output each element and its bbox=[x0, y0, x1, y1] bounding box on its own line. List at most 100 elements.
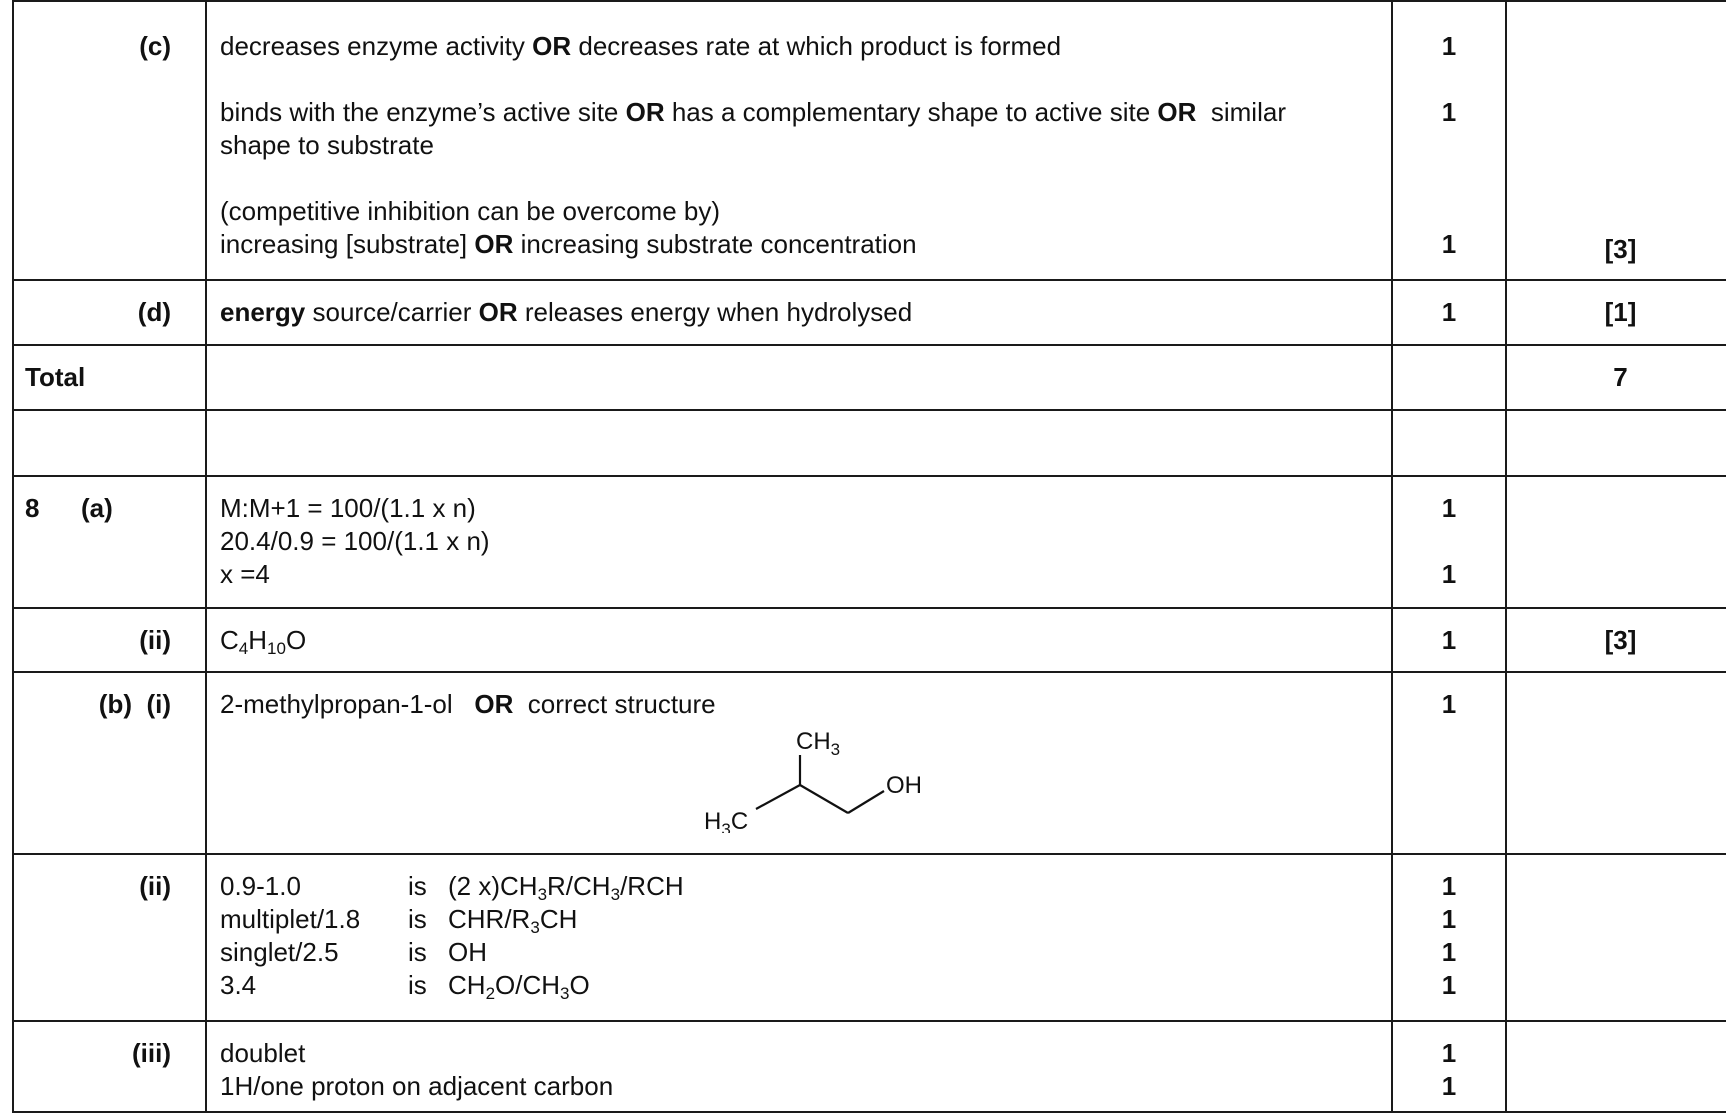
row-c: (c) decreases enzyme activity OR decreas… bbox=[12, 0, 1726, 281]
answer-line: decreases enzyme activity OR decreases r… bbox=[220, 30, 1381, 63]
part-label: (ii) bbox=[139, 871, 171, 901]
total-cell: [3] bbox=[1505, 607, 1726, 673]
question-total: 7 bbox=[1613, 362, 1628, 392]
total-cell bbox=[1505, 475, 1726, 609]
text: is bbox=[408, 970, 427, 1000]
text: O bbox=[285, 625, 307, 655]
row-8b-i: (b) (i) 2-methylpropan-1-ol OR correct s… bbox=[12, 671, 1726, 855]
answer-cell: 2-methylpropan-1-ol OR correct structure… bbox=[205, 671, 1393, 855]
subscript: 2 bbox=[485, 984, 496, 1003]
total-cell: [3] bbox=[1505, 0, 1726, 281]
subscript: 3 bbox=[530, 918, 540, 937]
shift: singlet/2.5 bbox=[220, 937, 339, 967]
mark: 1 bbox=[1441, 689, 1457, 719]
part-total: [3] bbox=[1604, 625, 1637, 655]
text: 2-methylpropan-1-ol bbox=[220, 689, 475, 719]
text: increasing substrate concentration bbox=[513, 229, 917, 259]
answer-line: 20.4/0.9 = 100/(1.1 x n) bbox=[220, 526, 490, 556]
mark-scheme-table: (c) decreases enzyme activity OR decreas… bbox=[12, 0, 1726, 1113]
text: (2 x)CH bbox=[448, 871, 538, 901]
oh-label: OH bbox=[886, 772, 922, 799]
answer-line: 1H/one proton on adjacent carbon bbox=[220, 1071, 614, 1101]
mark: 1 bbox=[1441, 559, 1457, 589]
marks-cell: 1 1 1 1 bbox=[1391, 853, 1507, 1022]
answer-line: energy source/carrier OR releases energy… bbox=[220, 296, 1381, 329]
text: source/carrier bbox=[305, 297, 479, 327]
text: CH bbox=[448, 970, 486, 1000]
total-cell bbox=[1505, 853, 1726, 1022]
mark: 1 bbox=[1441, 31, 1457, 61]
answer-cell: energy source/carrier OR releases energy… bbox=[205, 279, 1393, 346]
question-label: (ii) bbox=[12, 853, 207, 1022]
ch3-label: CH3 bbox=[796, 728, 840, 759]
question-label: (ii) bbox=[12, 607, 207, 673]
answer-line: shape to substrate bbox=[220, 130, 434, 160]
nmr-row: singlet/2.5 is OH bbox=[220, 936, 1381, 969]
text: O bbox=[569, 970, 590, 1000]
empty-cell bbox=[1391, 409, 1507, 477]
answer-cell: M:M+1 = 100/(1.1 x n) 20.4/0.9 = 100/(1.… bbox=[205, 475, 1393, 609]
or-keyword: OR bbox=[625, 97, 665, 127]
text: H bbox=[248, 625, 268, 655]
answer-line: doublet bbox=[220, 1038, 306, 1068]
part-label: (b) bbox=[98, 689, 132, 719]
shift: multiplet/1.8 bbox=[220, 904, 361, 934]
text: O/CH bbox=[495, 970, 561, 1000]
or-keyword: OR bbox=[474, 689, 514, 719]
subscript: 3 bbox=[610, 885, 621, 904]
answer-line: increasing [substrate] OR increasing sub… bbox=[220, 228, 1381, 261]
bond bbox=[799, 784, 849, 814]
row-8a-ii: (ii) C4H10O 1 [3] bbox=[12, 607, 1726, 673]
mark: 1 bbox=[1441, 970, 1457, 1000]
marks-cell: 1 1 bbox=[1391, 475, 1507, 609]
text: decreases rate at which product is forme… bbox=[571, 31, 1062, 61]
answer-line: 2-methylpropan-1-ol OR correct structure bbox=[220, 688, 1381, 721]
answer-line: x =4 bbox=[220, 559, 270, 589]
shift: 3.4 bbox=[220, 970, 257, 1000]
bond bbox=[755, 784, 801, 810]
part-total: [1] bbox=[1604, 297, 1637, 327]
text: CHR/R bbox=[448, 904, 531, 934]
marks-cell: 1 1 1 bbox=[1391, 0, 1507, 281]
marks-cell: 1 1 bbox=[1391, 1020, 1507, 1113]
empty-cell bbox=[205, 409, 1393, 477]
text: is bbox=[408, 871, 427, 901]
empty-cell bbox=[1505, 409, 1726, 477]
question-label: (d) bbox=[12, 279, 207, 346]
text: OH bbox=[448, 937, 487, 967]
row-8b-iii: (iii) doublet 1H/one proton on adjacent … bbox=[12, 1020, 1726, 1113]
or-keyword: OR bbox=[1157, 97, 1197, 127]
empty-cell bbox=[12, 409, 207, 477]
total-cell bbox=[1505, 1020, 1726, 1113]
part-label: (iii) bbox=[132, 1038, 171, 1068]
part-label: (d) bbox=[137, 297, 171, 327]
marks-cell: 1 bbox=[1391, 671, 1507, 855]
question-label: (b) (i) bbox=[12, 671, 207, 855]
part-total: [3] bbox=[1604, 234, 1637, 264]
text: is bbox=[408, 904, 427, 934]
answer-line: binds with the enzyme’s active site OR h… bbox=[220, 96, 1381, 129]
subscript: 4 bbox=[238, 639, 249, 658]
part-label: (c) bbox=[139, 31, 171, 61]
text: is bbox=[408, 937, 427, 967]
mark: 1 bbox=[1441, 625, 1457, 655]
question-number: 8 bbox=[25, 493, 40, 523]
mark: 1 bbox=[1441, 229, 1457, 259]
row-8a: 8(a) M:M+1 = 100/(1.1 x n) 20.4/0.9 = 10… bbox=[12, 475, 1726, 609]
keyword: energy bbox=[220, 297, 306, 327]
empty-cell bbox=[205, 344, 1393, 411]
total-cell: [1] bbox=[1505, 279, 1726, 346]
mark: 1 bbox=[1441, 97, 1457, 127]
answer-cell: doublet 1H/one proton on adjacent carbon bbox=[205, 1020, 1393, 1113]
marks-cell: 1 bbox=[1391, 279, 1507, 346]
row-d: (d) energy source/carrier OR releases en… bbox=[12, 279, 1726, 346]
text: similar bbox=[1196, 97, 1286, 127]
row-total: Total 7 bbox=[12, 344, 1726, 411]
text: binds with the enzyme’s active site bbox=[220, 97, 626, 127]
subpart-label: (i) bbox=[146, 689, 171, 719]
